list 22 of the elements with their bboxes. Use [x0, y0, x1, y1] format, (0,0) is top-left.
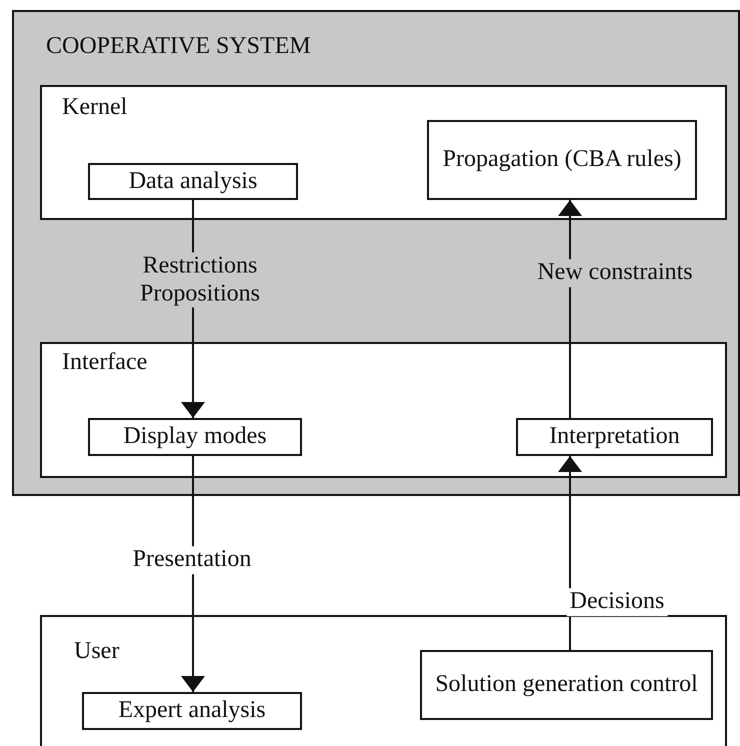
group-heading: Kernel	[62, 95, 128, 119]
process-box	[420, 650, 713, 720]
box-label: Interpretation	[549, 423, 680, 451]
group-box	[40, 342, 727, 478]
box-label: Display modes	[123, 423, 267, 451]
box-label: Data analysis	[128, 168, 258, 196]
process-box	[88, 418, 302, 456]
arrow	[181, 456, 205, 692]
box-label: Propagation (CBA rules)	[442, 146, 682, 174]
process-box	[516, 418, 713, 456]
process-box	[427, 120, 697, 200]
group-box	[40, 85, 727, 220]
group-heading: User	[74, 639, 120, 663]
process-box	[88, 163, 298, 200]
edge-label: Decisions	[566, 588, 668, 616]
box-label: Solution generation control	[435, 671, 698, 699]
box-label: Expert analysis	[118, 697, 266, 725]
group-heading: COOPERATIVE SYSTEM	[46, 34, 311, 58]
group-box	[40, 615, 727, 746]
group-heading: Interface	[62, 350, 148, 374]
group-box	[12, 10, 740, 496]
process-box	[82, 692, 302, 730]
